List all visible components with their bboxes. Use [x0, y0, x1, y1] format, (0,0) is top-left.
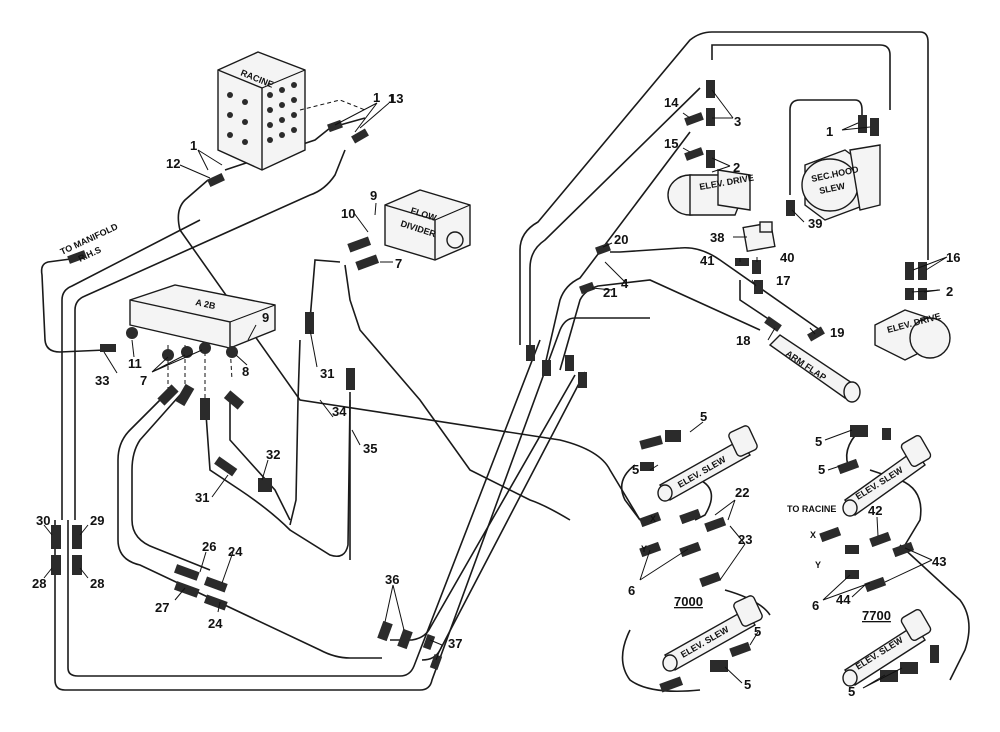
a2b-block: A 2B: [129, 284, 276, 400]
callout: 37: [448, 636, 462, 651]
racine-valve-bank: RACINE: [217, 51, 366, 171]
callout: 26: [202, 539, 216, 554]
callout: 7: [140, 373, 147, 388]
port-x-7000: X: [650, 514, 656, 524]
elev-drive-right: ELEV. DRIVE: [874, 309, 951, 361]
callout: 38: [710, 230, 724, 245]
callout: 44: [836, 592, 851, 607]
callout: 5: [815, 434, 822, 449]
callout: 5: [754, 624, 761, 639]
callout: 9: [262, 310, 269, 325]
sec-hood-slew: SEC.HOOD SLEW: [801, 144, 881, 221]
callout: 17: [776, 273, 790, 288]
callout: 5: [818, 462, 825, 477]
callout: 6: [628, 583, 635, 598]
callout: 29: [90, 513, 104, 528]
callout: 2: [946, 284, 953, 299]
callout: 34: [332, 404, 347, 419]
callout: 32: [266, 447, 280, 462]
to-racine-note: TO RACINE: [787, 504, 836, 514]
callout: 35: [363, 441, 377, 456]
callout: 12: [166, 156, 180, 171]
callout: 1: [388, 91, 395, 106]
callout: 5: [700, 409, 707, 424]
callout: 31: [195, 490, 209, 505]
callout: 16: [946, 250, 960, 265]
callout: 28: [32, 576, 46, 591]
callout: 1: [826, 124, 833, 139]
callout: 21: [603, 285, 617, 300]
callout: 18: [736, 333, 750, 348]
callout: 24: [228, 544, 243, 559]
callout: 5: [632, 462, 639, 477]
elev-drive-upper: ELEV. DRIVE: [667, 169, 755, 216]
small-valve-38: [742, 221, 776, 253]
callout: 7: [395, 256, 402, 271]
callout: 36: [385, 572, 399, 587]
callout: 19: [830, 325, 844, 340]
callout: 22: [735, 485, 749, 500]
callout: 15: [664, 136, 678, 151]
callout: 2: [733, 160, 740, 175]
callout: 5: [848, 684, 855, 699]
callout: 8: [242, 364, 249, 379]
callout: 28: [90, 576, 104, 591]
callout: 42: [868, 503, 882, 518]
callout: 33: [95, 373, 109, 388]
a2b-label: A 2B: [195, 297, 217, 311]
callout: 20: [614, 232, 628, 247]
callout: 1: [373, 90, 380, 105]
callout: 39: [808, 216, 822, 231]
callout: 3: [734, 114, 741, 129]
callout: 6: [812, 598, 819, 613]
callout: 14: [664, 95, 679, 110]
callout: 31: [320, 366, 334, 381]
callout: 24: [208, 616, 223, 631]
callout: 30: [36, 513, 50, 528]
callout: 23: [738, 532, 752, 547]
arm-flap-cylinder: ARM FLAP: [768, 334, 861, 403]
model-7700-label: 7700: [862, 608, 891, 623]
callout: 5: [744, 677, 751, 692]
callout: 1: [190, 138, 197, 153]
hose-fittings: [51, 80, 939, 693]
port-x-7700: X: [810, 530, 816, 540]
callout: 13: [389, 91, 403, 106]
callout: 27: [155, 600, 169, 615]
port-y-7000: Y: [641, 544, 647, 554]
elev-slew-cylinder-3: ELEV. SLEW: [842, 435, 932, 517]
port-y-7700: Y: [815, 560, 821, 570]
callout: 4: [621, 276, 629, 291]
callout: 10: [341, 206, 355, 221]
callout-numbers: 1 1 1 12 13 9 10 7 7 33 11 9 8 31 31 34 …: [32, 90, 960, 699]
flow-divider: FLOW DIVIDER: [384, 189, 471, 261]
callout: 43: [932, 554, 946, 569]
callout: 11: [128, 356, 142, 371]
callout: 40: [780, 250, 794, 265]
leader-lines: [43, 89, 948, 689]
callout: 9: [370, 188, 377, 203]
callout: 41: [700, 253, 714, 268]
model-7000-label: 7000: [674, 594, 703, 609]
